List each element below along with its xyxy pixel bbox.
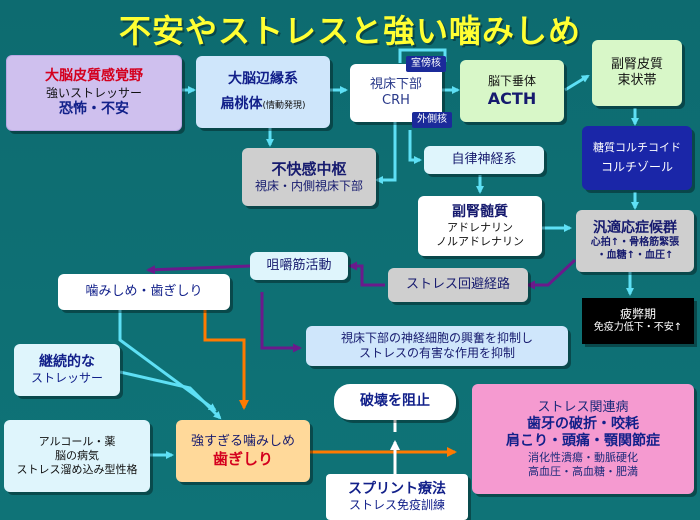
node-factors: アルコール・薬 脳の病気 ストレス溜め込み型性格 bbox=[4, 420, 150, 492]
arrow-hypo-discomfort bbox=[375, 122, 397, 184]
strong-clench-title: 強すぎる噛みしめ bbox=[190, 433, 295, 449]
gas-line3: ・血糖↑・血圧↑ bbox=[596, 249, 674, 261]
clench-title: 噛みしめ・歯ぎしり bbox=[85, 283, 203, 299]
diagram-title: 不安やストレスと強い噛みしめ bbox=[118, 12, 581, 50]
splint-sub: ストレス免疫訓練 bbox=[348, 498, 445, 513]
disease-line2: 歯牙の破折・咬耗 bbox=[527, 415, 639, 432]
limbic-note: (情動発現) bbox=[262, 101, 306, 111]
discomfort-sub: 視床・内側視床下部 bbox=[254, 178, 363, 193]
arrow-clench-strong-orange bbox=[203, 300, 249, 410]
arrow-chronic-strong bbox=[119, 370, 222, 420]
label-lateral: 外側核 bbox=[412, 112, 452, 128]
disease-line4: 消化性潰瘍・動脈硬化 bbox=[528, 450, 638, 464]
hypo-crh: CRH bbox=[382, 93, 410, 108]
exhaustion-title: 疲弊期 bbox=[619, 307, 656, 322]
arrow-lateral-autonomic bbox=[408, 130, 422, 164]
factors-line1: アルコール・薬 bbox=[38, 435, 116, 449]
node-prevent: 破壊を阻止 bbox=[334, 384, 456, 420]
node-chronic: 継続的な ストレッサー bbox=[14, 344, 120, 396]
node-autonomic: 自律神経系 bbox=[424, 146, 544, 174]
node-cortex: 大脳皮質感覚野 強いストレッサー 恐怖・不安 bbox=[6, 55, 182, 131]
node-masticatory: 咀嚼筋活動 bbox=[250, 252, 348, 280]
arrow-clench-strong bbox=[118, 300, 217, 412]
node-adrenal-medulla: 副腎髄質 アドレナリン ノルアドレナリン bbox=[418, 196, 542, 256]
gas-line2: 心拍↑・骨格筋緊張 bbox=[590, 237, 680, 249]
pituitary-title: 脳下垂体 bbox=[487, 73, 536, 88]
limbic-amygdala: 扁桃体 bbox=[220, 96, 263, 112]
prevent-title: 破壊を阻止 bbox=[360, 393, 430, 410]
node-limbic: 大脳辺縁系 扁桃体(情動発現) bbox=[196, 56, 330, 128]
adrenal-cortex-sub: 束状帯 bbox=[617, 73, 657, 88]
node-pituitary: 脳下垂体 ACTH bbox=[460, 60, 564, 122]
gluco-title: 糖質コルチコイド bbox=[593, 140, 681, 154]
suppress-line2: ストレスの有害な作用を抑制 bbox=[358, 346, 515, 360]
medulla-line2: アドレナリン bbox=[447, 221, 513, 234]
arrow-masticatory-clench bbox=[146, 264, 251, 275]
arrow-clench-suppress bbox=[260, 292, 302, 353]
lateral-text: 外側核 bbox=[417, 113, 447, 125]
cortex-sub: 強いストレッサー bbox=[45, 85, 142, 100]
adrenal-cortex-title: 副腎皮質 bbox=[610, 56, 663, 72]
node-disease: ストレス関連病 歯牙の破折・咬耗 肩こり・頭痛・顎関節症 消化性潰瘍・動脈硬化 … bbox=[472, 384, 694, 494]
label-medial: 室傍核 bbox=[406, 56, 446, 72]
discomfort-title: 不快感中枢 bbox=[271, 160, 347, 179]
node-hypothalamus: 視床下部 CRH bbox=[350, 64, 442, 122]
disease-line5: 高血圧・高血糖・肥満 bbox=[528, 464, 638, 478]
node-stress-route: ストレス回避経路 bbox=[388, 268, 528, 302]
medulla-line3: ノルアドレナリン bbox=[436, 234, 524, 248]
splint-title: スプリント療法 bbox=[348, 480, 446, 497]
factors-line2: 脳の病気 bbox=[55, 449, 99, 463]
arrow-pituitary-adrenal bbox=[564, 74, 590, 92]
node-strong-clench: 強すぎる噛みしめ 歯ぎしり bbox=[176, 420, 310, 482]
medulla-title: 副腎髄質 bbox=[452, 203, 508, 220]
node-clench-grind: 噛みしめ・歯ぎしり bbox=[58, 274, 230, 310]
exhaustion-sub: 免疫力低下・不安↑ bbox=[593, 322, 683, 334]
disease-title: ストレス関連病 bbox=[537, 399, 629, 415]
factors-line3: ストレス溜め込み型性格 bbox=[16, 462, 138, 476]
hypo-title: 視床下部 bbox=[369, 76, 422, 92]
node-glucocorticoid: 糖質コルチコイド コルチゾール bbox=[582, 126, 692, 190]
cortex-title: 大脳皮質感覚野 bbox=[45, 68, 143, 84]
gas-title: 汎適応症候群 bbox=[593, 219, 677, 236]
medial-text: 室傍核 bbox=[411, 57, 441, 69]
arrow-route-masticatory bbox=[348, 261, 385, 287]
arrow-gas-route bbox=[526, 258, 577, 290]
disease-line3: 肩こり・頭痛・顎関節症 bbox=[506, 433, 660, 450]
strong-clench-emph: 歯ぎしり bbox=[212, 449, 273, 468]
autonomic-title: 自律神経系 bbox=[451, 151, 517, 167]
node-adrenal-cortex: 副腎皮質 束状帯 bbox=[592, 40, 682, 106]
limbic-amygdala-row: 扁桃体(情動発現) bbox=[220, 96, 305, 114]
pituitary-acth: ACTH bbox=[487, 88, 537, 108]
node-gas: 汎適応症候群 心拍↑・骨格筋緊張 ・血糖↑・血圧↑ bbox=[576, 210, 694, 272]
suppress-line1: 視床下部の神経細胞の興奮を抑制し bbox=[340, 331, 533, 345]
route-title: ストレス回避経路 bbox=[405, 276, 510, 292]
limbic-title: 大脳辺縁系 bbox=[228, 70, 298, 87]
masticatory-title: 咀嚼筋活動 bbox=[266, 257, 332, 273]
node-exhaustion: 疲弊期 免疫力低下・不安↑ bbox=[582, 298, 694, 344]
node-splint: スプリント療法 ストレス免疫訓練 bbox=[326, 474, 468, 520]
node-suppress: 視床下部の神経細胞の興奮を抑制し ストレスの有害な作用を抑制 bbox=[306, 326, 568, 366]
chronic-title: 継続的な bbox=[39, 353, 95, 370]
node-discomfort: 不快感中枢 視床・内側視床下部 bbox=[242, 148, 376, 206]
gluco-sub: コルチゾール bbox=[600, 160, 673, 175]
chronic-sub: ストレッサー bbox=[30, 371, 103, 386]
cortex-emph: 恐怖・不安 bbox=[59, 100, 129, 117]
